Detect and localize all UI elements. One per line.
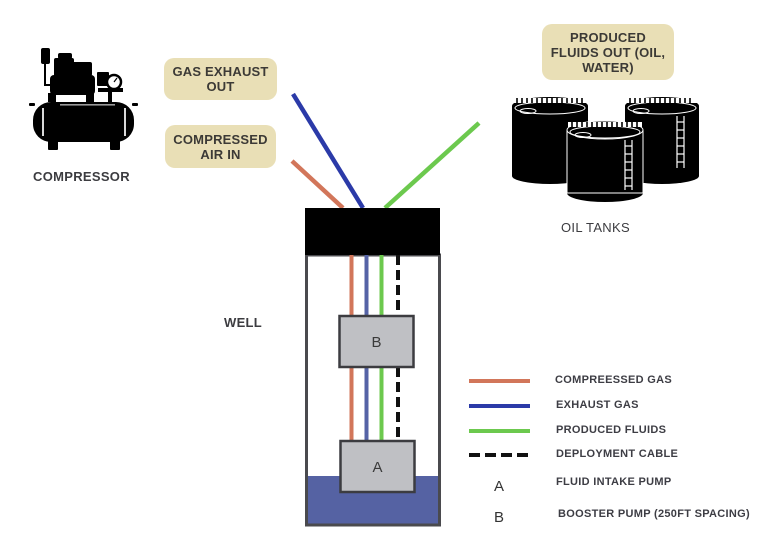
legend-swatches (469, 379, 531, 457)
legend-letter-b: B (493, 509, 504, 526)
produced-fluids-surface-line (383, 121, 481, 210)
wellhead (305, 208, 440, 255)
exhaust-gas-surface-line (291, 92, 365, 210)
oil-storage-tanks-icon (512, 97, 699, 202)
produced-fluids-out-text: PRODUCED FLUIDS OUT (OIL, WATER) (550, 29, 666, 75)
oil-tank (566, 120, 644, 202)
compressed-gas-surface-line (290, 159, 345, 210)
well-label: WELL (224, 315, 263, 330)
legend-label-deployment-cable: DEPLOYMENT CABLE (556, 448, 679, 460)
compressed-air-in-callout: COMPRESSED AIR IN (165, 125, 276, 168)
air-compressor-icon (29, 48, 138, 150)
gas-exhaust-out-text: GAS EXHAUST OUT (172, 64, 269, 94)
produced-fluids-out-callout: PRODUCED FLUIDS OUT (OIL, WATER) (542, 24, 674, 80)
legend-label-booster-pump: BOOSTER PUMP (250FT SPACING) (558, 508, 750, 520)
legend-label-fluid-intake-pump: FLUID INTAKE PUMP (556, 476, 672, 488)
pump-b-letter: B (371, 334, 381, 351)
legend-letter-a: A (493, 478, 504, 495)
pump-a-letter: A (372, 459, 382, 476)
legend-label-exhaust-gas: EXHAUST GAS (556, 399, 639, 411)
compressor-label: COMPRESSOR (33, 169, 130, 184)
oil-tanks-label: OIL TANKS (561, 220, 630, 235)
gas-exhaust-out-callout: GAS EXHAUST OUT (164, 58, 277, 100)
fluid-intake-pump-a: A (339, 439, 416, 494)
well-schematic: B A (305, 208, 441, 527)
legend-label-compressed-gas: COMPREESSED GAS (555, 374, 672, 386)
compressed-air-in-text: COMPRESSED AIR IN (173, 131, 268, 162)
legend-label-produced-fluids: PRODUCED FLUIDS (556, 424, 667, 436)
booster-pump-b: B (338, 314, 415, 369)
